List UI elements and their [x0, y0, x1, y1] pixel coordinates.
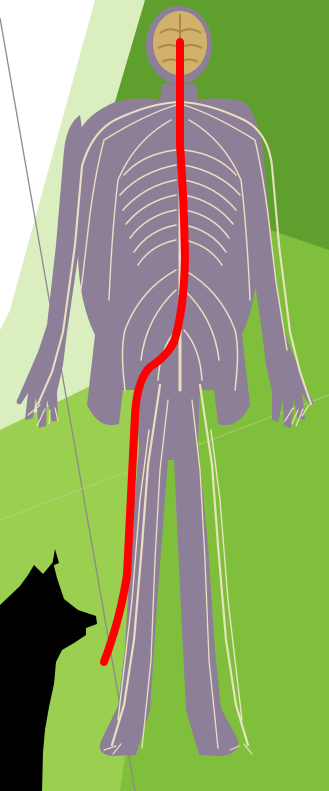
slide — [0, 0, 329, 791]
nervous-system-diagram — [0, 0, 329, 791]
